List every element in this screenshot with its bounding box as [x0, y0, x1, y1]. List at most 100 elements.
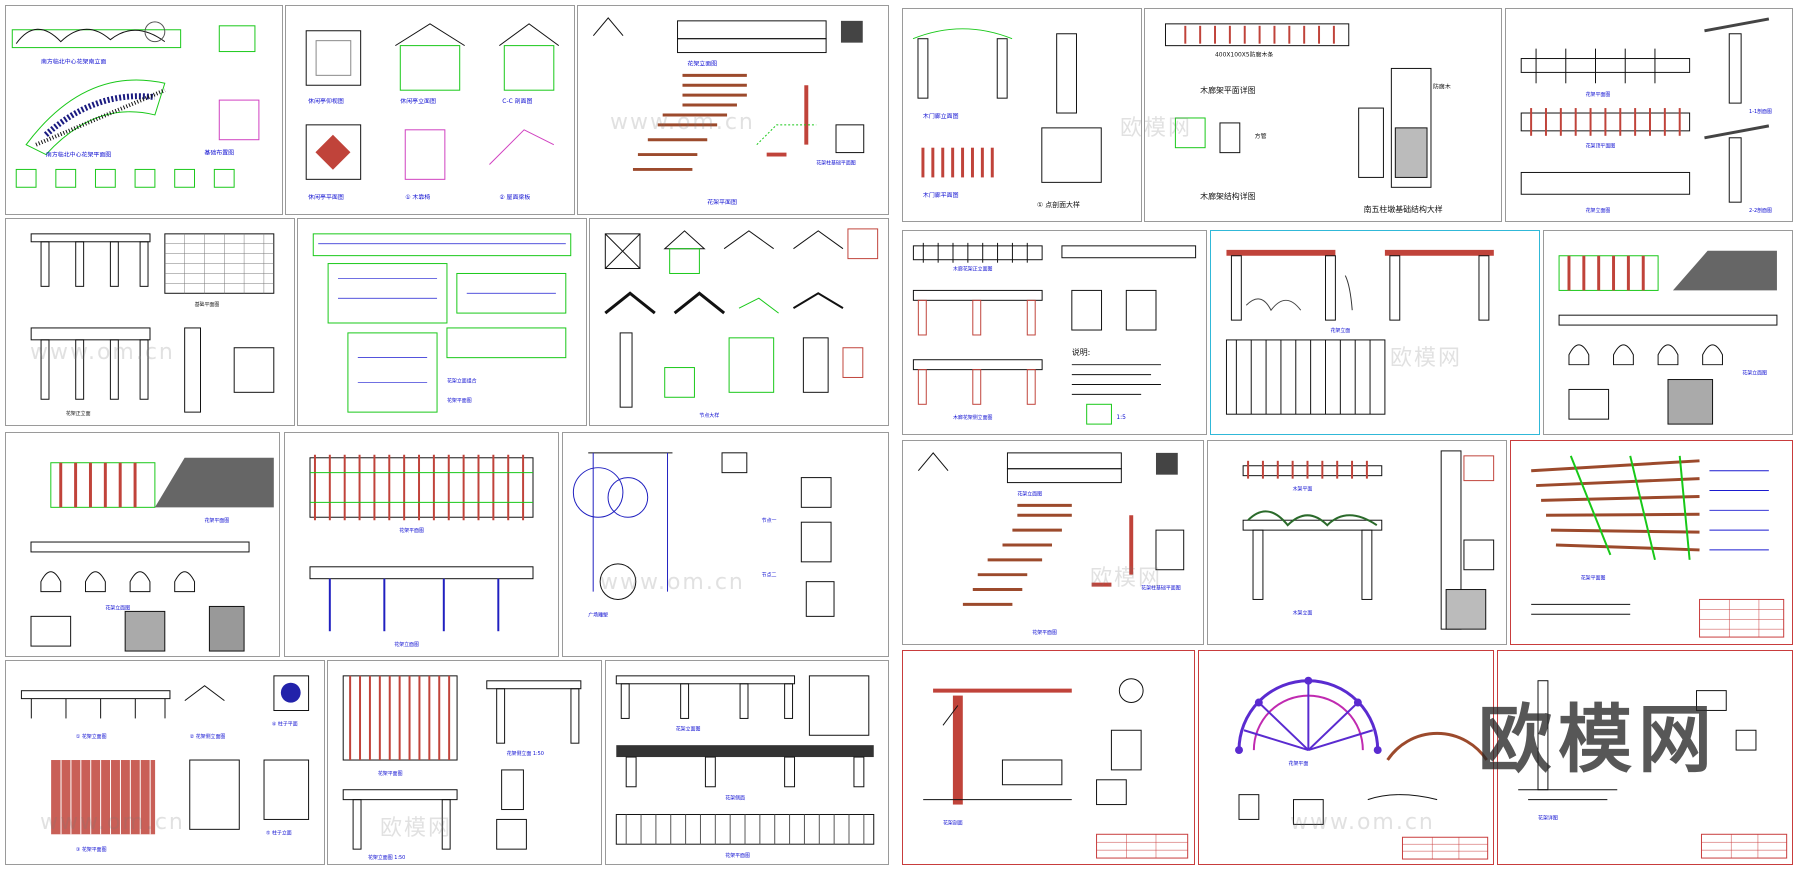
drawing-panel-p18[interactable]: 花架平面图: [1510, 440, 1793, 645]
drawing-panel-p12[interactable]: 花架立面图: [1543, 230, 1793, 435]
panel-title: 花架立面图 1:50: [368, 854, 405, 861]
cad-drawing: 花架平面: [1235, 676, 1489, 860]
cad-drawing: 基础平面图 花架正立面: [30, 233, 275, 417]
cad-drawing: ① 花架立面图 ② 花架侧立面图 ④ 柱子平面 ③ 花架平面图 ⑤ 柱子立面: [20, 675, 310, 853]
cad-drawing: 木架平面 木架立面: [1242, 450, 1495, 630]
panel-subtitle-2: 南五柱墩基础结构大样: [1364, 204, 1443, 214]
drawing-panel-p13[interactable]: 花架平面图 花架立面图: [5, 432, 280, 657]
panel-title: 木门廊立面图: [923, 112, 959, 120]
panel-subtitle-2: 说明:: [1072, 347, 1090, 357]
panel-subtitle-2: 花架侧立面 1:50: [507, 750, 544, 757]
panel-subtitle: 休闲亭立面图: [400, 97, 436, 105]
panel-subtitle: 木廊花架侧立面图: [953, 414, 993, 421]
panel-title: 花架立面图: [105, 604, 130, 611]
panel-subtitle-2: 基础布置图: [204, 149, 234, 157]
panel-title: 广场雕塑: [588, 611, 608, 618]
drawing-panel-p17[interactable]: 木架平面 木架立面: [1207, 440, 1507, 645]
cad-drawing: 花架平面图 花架立面图: [309, 454, 534, 648]
cad-drawing: 花架详图: [1518, 680, 1788, 859]
drawing-panel-p11[interactable]: 花架立面: [1210, 230, 1540, 435]
panel-subtitle: 南方临北中心花架平面图: [46, 151, 111, 159]
panel-title: 花架正立面: [66, 410, 91, 417]
drawing-panel-p23[interactable]: 花架平面: [1198, 650, 1494, 865]
panel-subtitle-2: 花架侧面: [725, 795, 745, 802]
drawing-panel-p6[interactable]: 花架平面图 花架顶平面图 花架立面图 1-1剖面图 2-2剖面图: [1505, 8, 1793, 222]
panel-subtitle-3: 1-1剖面图: [1749, 108, 1772, 115]
cad-drawing: 木门廊立面图 木门廊平面图 ① 点剖面大样: [912, 28, 1102, 209]
panel-subtitle: 花架平面图: [1032, 629, 1057, 636]
drawing-panel-p20[interactable]: 花架平面图 花架立面图 1:50 花架侧立面 1:50: [327, 660, 602, 865]
panel-subtitle-4: ① 木靠椅: [405, 193, 430, 201]
cad-drawing: 花架平面图 花架顶平面图 花架立面图 1-1剖面图 2-2剖面图: [1520, 17, 1772, 214]
drawing-panel-p22[interactable]: 花架剖面: [902, 650, 1195, 865]
panel-title: 休闲亭仰视图: [308, 97, 344, 105]
panel-subtitle: 木廊架结构详图: [1200, 191, 1255, 201]
panel-title: 花架立面图: [1017, 490, 1042, 497]
cad-drawing: 节点大样: [604, 228, 879, 419]
panel-subtitle-3: 休闲亭平面图: [308, 193, 344, 201]
drawing-panel-p14[interactable]: 花架平面图 花架立面图: [284, 432, 559, 657]
panel-subtitle-4: ⑤ 柱子立面: [266, 829, 292, 836]
drawing-panel-p4[interactable]: 木门廊立面图 木门廊平面图 ① 点剖面大样: [902, 8, 1142, 222]
annotation-2: 方管: [1255, 132, 1267, 140]
cad-drawing: 休闲亭仰视图 休闲亭立面图 C-C 剖面图 休闲亭平面图 ① 木靠椅 ② 屋面梁…: [305, 23, 560, 201]
panel-subtitle: 木门廊平面图: [923, 191, 959, 199]
cad-drawing: 花架立面图 花架平面图 花架柱基础平面图: [917, 452, 1185, 636]
panel-subtitle: 花架平面图: [447, 397, 472, 404]
panel-subtitle-5: ② 屋面梁板: [499, 193, 530, 201]
panel-title: 花架立面图: [676, 725, 701, 732]
panel-subtitle: 花架平面图: [204, 517, 229, 524]
panel-title: 花架立面图: [1742, 370, 1767, 377]
panel-subtitle: 花架顶平面图: [1586, 143, 1616, 150]
brand-logo: 欧模网: [1478, 697, 1718, 783]
drawing-panel-p24[interactable]: 花架详图: [1497, 650, 1793, 865]
drawing-panel-p7[interactable]: 基础平面图 花架正立面: [5, 218, 295, 426]
drawing-panel-p5[interactable]: 400X100X5防腐木条 木廊架平面详图 方管 木廊架结构详图 防腐木 南五柱…: [1144, 8, 1502, 222]
panel-title: 花架立面图: [687, 59, 717, 67]
drawing-panel-p19[interactable]: ① 花架立面图 ② 花架侧立面图 ④ 柱子平面 ③ 花架平面图 ⑤ 柱子立面: [5, 660, 325, 865]
cad-drawing: 花架立面图 花架侧面 花架平面图: [615, 675, 875, 859]
annotation-3: 防腐木: [1433, 82, 1451, 90]
drawing-panel-p21[interactable]: 花架立面图 花架侧面 花架平面图: [605, 660, 889, 865]
panel-subtitle-2: 花架柱基础平面图: [1141, 585, 1181, 592]
drawing-panel-p16[interactable]: 花架立面图 花架平面图 花架柱基础平面图: [902, 440, 1204, 645]
cad-drawing: 花架平面图 花架立面图 1:50 花架侧立面 1:50: [342, 675, 582, 861]
panel-title: 木廊架平面详图: [1200, 85, 1255, 95]
panel-title: 花架平面图: [399, 527, 424, 534]
drawing-panel-p15[interactable]: 广场雕塑 节点一 节点二: [562, 432, 889, 657]
panel-title: ① 花架立面图: [76, 733, 107, 740]
drawing-panel-p8[interactable]: 花架立面组合 花架平面图: [297, 218, 587, 426]
cad-drawing: 花架立面图 花架平面图 花架柱基础平面图: [592, 17, 865, 206]
drawing-panel-p9[interactable]: 节点大样: [589, 218, 889, 426]
panel-subtitle-2: 花架柱基础平面图: [816, 159, 856, 166]
cad-drawing: 花架平面图: [1531, 455, 1785, 638]
cad-drawing: 400X100X5防腐木条 木廊架平面详图 方管 木廊架结构详图 防腐木 南五柱…: [1164, 23, 1451, 214]
panel-subtitle: 花架平面图: [378, 770, 403, 777]
panel-title: 木架立面: [1293, 609, 1313, 616]
panel-subtitle-2: ③ 花架平面图: [76, 846, 107, 853]
drawing-panel-p10[interactable]: 木廊花架正立面图 木廊花架侧立面图 说明: 1:5: [902, 230, 1207, 435]
drawing-panel-p2[interactable]: 休闲亭仰视图 休闲亭立面图 C-C 剖面图 休闲亭平面图 ① 木靠椅 ② 屋面梁…: [285, 5, 575, 215]
panel-subtitle: 花架平面图: [725, 852, 750, 859]
panel-title: 南方临北中心花架南立面: [41, 57, 106, 65]
panel-title: 木廊花架正立面图: [953, 266, 993, 273]
panel-subtitle: 基础平面图: [195, 301, 220, 308]
drawing-panel-p1[interactable]: 南方临北中心花架南立面 南方临北中心花架平面图 基础布置图: [5, 5, 283, 215]
panel-title: 花架立面组合: [447, 377, 477, 384]
cad-drawing: 花架立面: [1225, 249, 1494, 415]
cad-drawing: 花架立面图: [1558, 250, 1778, 425]
cad-drawing: 广场雕塑 节点一 节点二: [572, 452, 835, 618]
annotation: 400X100X5防腐木条: [1215, 51, 1273, 59]
cad-drawing: 木廊花架正立面图 木廊花架侧立面图 说明: 1:5: [912, 242, 1197, 425]
panel-title: 花架平面: [1289, 760, 1309, 767]
panel-title: 节点大样: [699, 412, 719, 419]
panel-subtitle: 木架平面: [1293, 486, 1313, 493]
drawing-panel-p3[interactable]: 花架立面图 花架平面图 花架柱基础平面图: [577, 5, 889, 215]
panel-title: 花架剖面: [943, 819, 963, 826]
panel-subtitle-3: 1:5: [1116, 414, 1126, 421]
panel-subtitle: ② 花架侧立面图: [190, 733, 226, 740]
panel-subtitle: 节点一: [762, 518, 777, 524]
panel-subtitle-4: 2-2剖面图: [1749, 207, 1772, 214]
cad-drawing: 南方临北中心花架南立面 南方临北中心花架平面图 基础布置图: [11, 21, 260, 188]
cad-drawing: 花架平面图 花架立面图: [30, 457, 274, 652]
